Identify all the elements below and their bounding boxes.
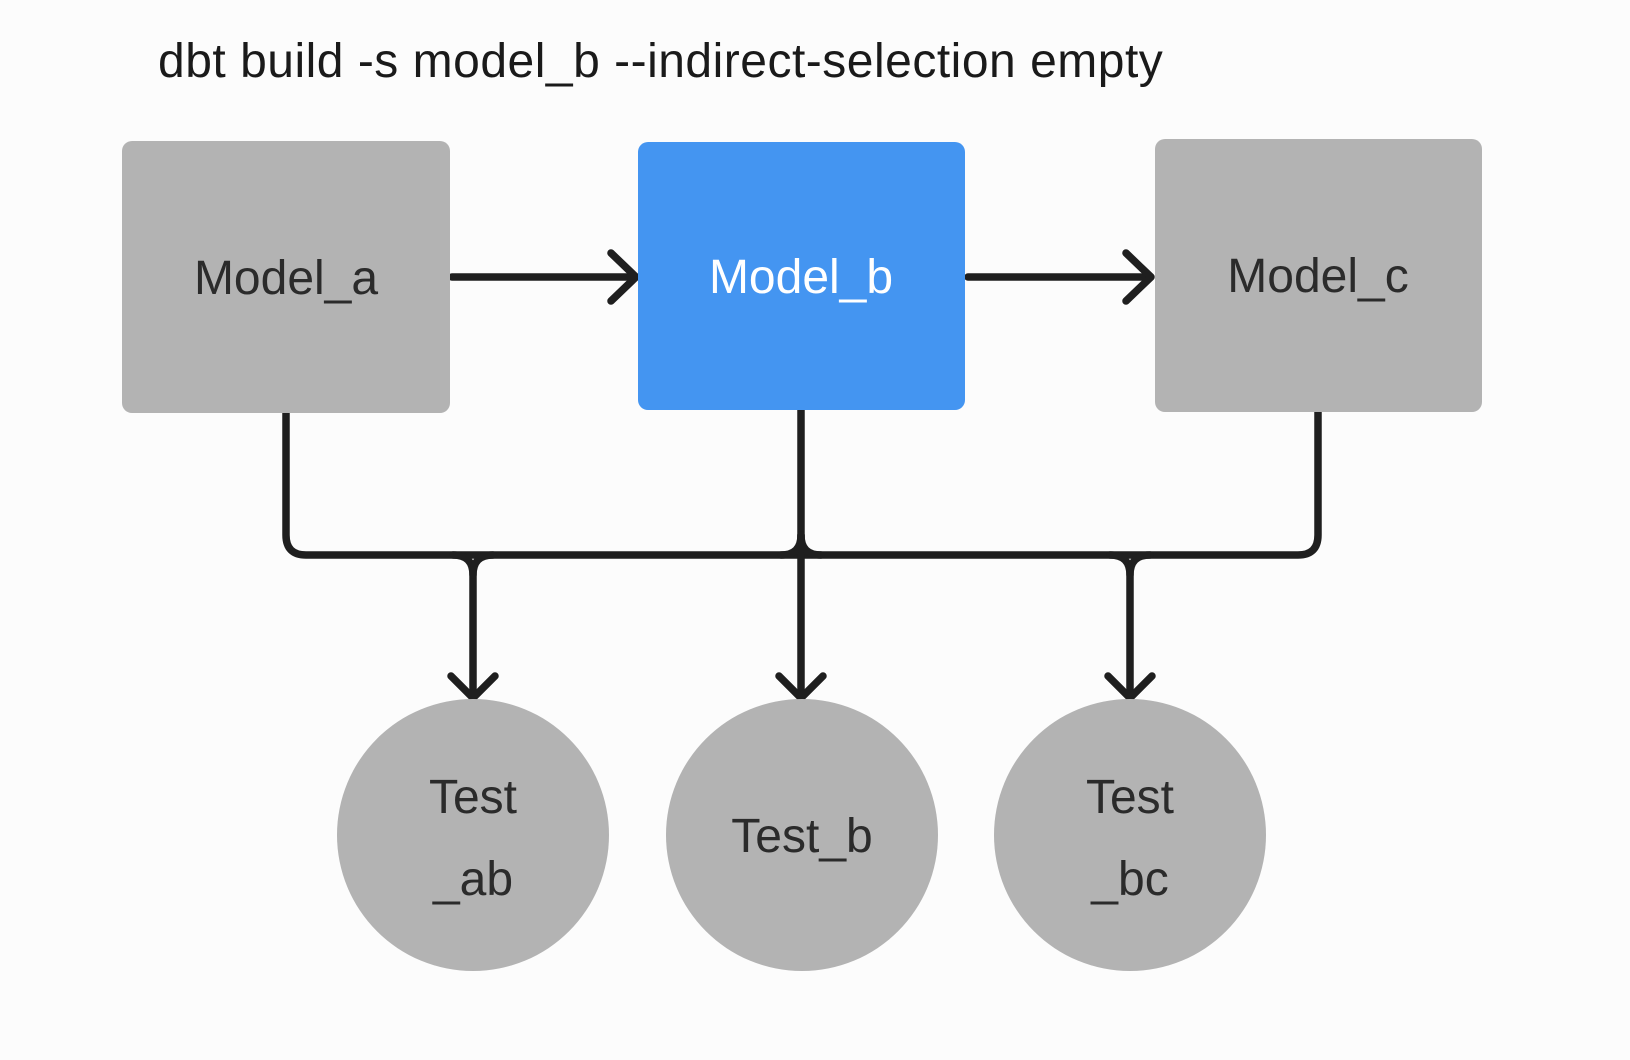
fork-shoulder-test-ab [469, 551, 497, 579]
node-test-ab: Test _ab [337, 699, 609, 971]
node-model-c: Model_c [1155, 139, 1482, 412]
test-bc-label-line1: Test [1086, 771, 1174, 824]
model-c-label: Model_c [1227, 250, 1408, 303]
edge-layer [282, 249, 1322, 702]
fork-shoulder-test-bc [1126, 551, 1154, 579]
arrowhead-into-test-b-icon [775, 672, 827, 702]
arrowhead-into-test-ab-icon [447, 672, 499, 702]
arrowhead-into-test-bc-icon [1104, 672, 1156, 702]
node-model-a: Model_a [122, 141, 450, 413]
model-b-label: Model_b [709, 251, 893, 304]
node-test-bc: Test _bc [994, 699, 1266, 971]
test-b-label: Test_b [731, 810, 872, 863]
arrowhead-into-model-c-icon [1122, 249, 1155, 305]
diagram-title: dbt build -s model_b --indirect-selectio… [158, 35, 1163, 88]
test-bc-label-line2: _bc [1090, 853, 1168, 906]
test-b-circle [666, 699, 938, 971]
test-ab-label-line1: Test [429, 771, 517, 824]
model-a-label: Model_a [194, 252, 378, 305]
test-bc-circle [994, 699, 1266, 971]
node-model-b: Model_b [638, 142, 965, 410]
model-c-box [1155, 139, 1482, 412]
model-b-box [638, 142, 965, 410]
test-ab-circle [337, 699, 609, 971]
test-ab-label-line2: _ab [432, 853, 513, 906]
model-a-box [122, 141, 450, 413]
rail-crossing-fillet-right [797, 531, 825, 559]
node-test-b: Test_b [666, 699, 938, 971]
arrowhead-into-model-b-icon [607, 249, 640, 305]
